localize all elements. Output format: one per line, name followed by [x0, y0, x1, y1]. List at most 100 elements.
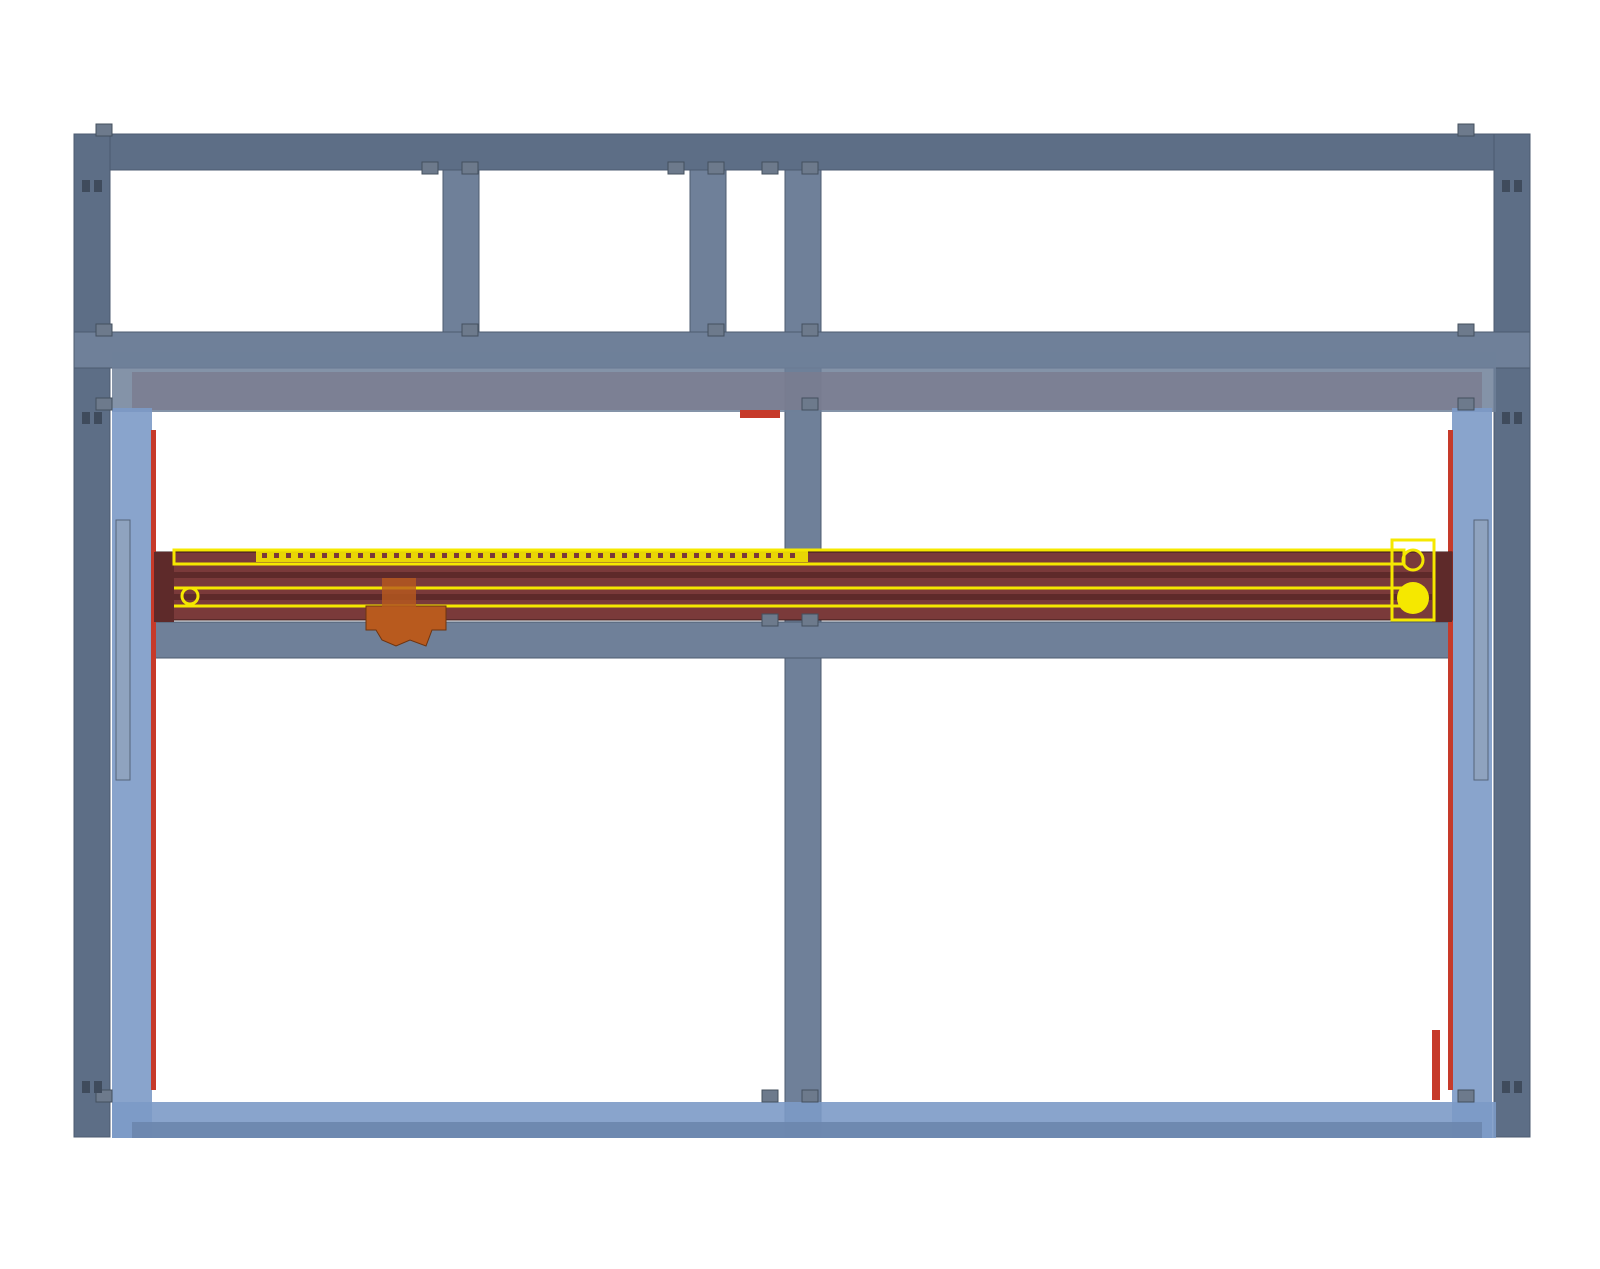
rack-tooth — [778, 553, 783, 558]
gusset-plate — [461, 161, 479, 175]
rack-tooth — [502, 553, 507, 558]
upper-post — [689, 169, 727, 333]
gusset-plate — [801, 1089, 819, 1103]
left-outer-post — [73, 133, 111, 1138]
rack-tooth — [634, 553, 639, 558]
lower-cross-beam — [151, 621, 1453, 659]
right-vertical-rail — [1448, 430, 1453, 1090]
gusset-plate — [461, 323, 479, 337]
rack-tooth — [454, 553, 459, 558]
upper-post — [442, 169, 480, 333]
upper-post — [784, 169, 822, 333]
rack-tooth — [358, 553, 363, 558]
gusset-plate — [1457, 397, 1475, 411]
rack-tooth — [514, 553, 519, 558]
left-vertical-rail — [151, 430, 156, 1090]
gantry-beam-groove-bottom — [156, 594, 1452, 600]
left-linear-guide — [115, 519, 131, 781]
rack-tooth — [262, 553, 267, 558]
rack-tooth — [334, 553, 339, 558]
idler-pulley — [180, 586, 200, 606]
carriage-bracket — [382, 578, 416, 608]
rack-tooth — [430, 553, 435, 558]
bolt — [82, 180, 90, 192]
rack-tooth — [550, 553, 555, 558]
rack-tooth — [670, 553, 675, 558]
rack-tooth — [418, 553, 423, 558]
rack-tooth — [598, 553, 603, 558]
rack-tooth — [754, 553, 759, 558]
rack-tooth — [286, 553, 291, 558]
rack-tooth — [382, 553, 387, 558]
frame-layer — [73, 133, 1531, 1138]
gusset-plate — [707, 323, 725, 337]
rack-tooth — [370, 553, 375, 558]
rack-tooth — [490, 553, 495, 558]
center-post — [784, 367, 822, 1138]
rack-tooth — [694, 553, 699, 558]
rack-tooth — [346, 553, 351, 558]
gantry-layer — [154, 538, 1453, 647]
rack-tooth — [394, 553, 399, 558]
gusset-plate — [95, 323, 113, 337]
rack-tooth — [742, 553, 747, 558]
right-linear-guide — [1473, 519, 1489, 781]
bolt — [1502, 180, 1510, 192]
rack-tooth — [790, 553, 795, 558]
rack-tooth — [310, 553, 315, 558]
gusset-plate — [1457, 1089, 1475, 1103]
rack-tooth — [562, 553, 567, 558]
bottom-beam-lower — [132, 1122, 1482, 1138]
rack-tooth — [706, 553, 711, 558]
gusset-plate — [801, 613, 819, 627]
rack-tooth — [586, 553, 591, 558]
rack-tooth — [610, 553, 615, 558]
bolt — [1514, 1081, 1522, 1093]
gusset-plate — [1457, 323, 1475, 337]
gusset-plate — [707, 161, 725, 175]
gantry-left-endplate — [154, 552, 174, 622]
gusset-plate — [1457, 123, 1475, 137]
gusset-plate — [801, 397, 819, 411]
gantry-right-endplate — [1432, 552, 1452, 622]
right-outer-post — [1493, 133, 1531, 1138]
rack-tooth — [442, 553, 447, 558]
bolt — [94, 412, 102, 424]
gusset-plate — [761, 613, 779, 627]
motor-gear-top — [1401, 548, 1425, 572]
rack-tooth — [730, 553, 735, 558]
carriage-plate — [365, 605, 447, 647]
rack-tooth — [298, 553, 303, 558]
bolt — [82, 1081, 90, 1093]
bolt — [94, 1081, 102, 1093]
rack-tooth — [322, 553, 327, 558]
drive-motor — [1390, 538, 1436, 622]
gusset-plate — [801, 161, 819, 175]
rack-tooth — [682, 553, 687, 558]
bolt — [1514, 180, 1522, 192]
gusset-plate — [801, 323, 819, 337]
bottom-right-stop — [1432, 1030, 1440, 1100]
hardware-layer — [82, 123, 1522, 1103]
rack-tooth — [274, 553, 279, 558]
gusset-plate — [95, 123, 113, 137]
rack-tooth — [766, 553, 771, 558]
gusset-plate — [761, 161, 779, 175]
rack-tooth — [574, 553, 579, 558]
rack-tooth — [538, 553, 543, 558]
bolt — [1502, 412, 1510, 424]
rack-tooth — [466, 553, 471, 558]
bolt — [82, 412, 90, 424]
rack-tooth — [622, 553, 627, 558]
rack-tooth — [658, 553, 663, 558]
rack-tooth — [718, 553, 723, 558]
bolt — [94, 180, 102, 192]
bolt — [1514, 412, 1522, 424]
gantry-beam — [155, 551, 1453, 621]
top-red-stop — [740, 410, 780, 418]
bolt — [1502, 1081, 1510, 1093]
gusset-plate — [95, 397, 113, 411]
gusset-plate — [667, 161, 685, 175]
rack-tooth — [406, 553, 411, 558]
